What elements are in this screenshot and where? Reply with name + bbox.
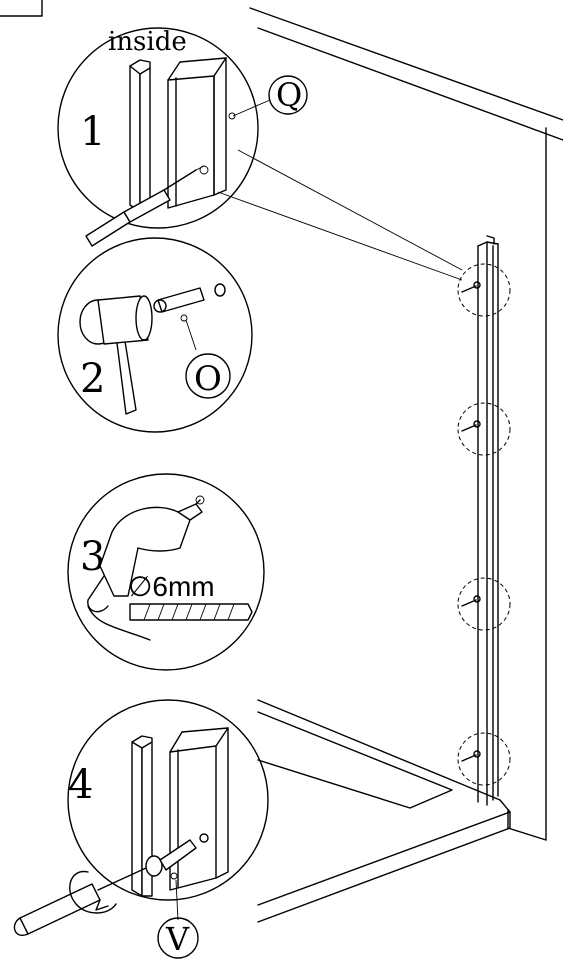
step-1-circle (57, 27, 259, 229)
corner-label-box (0, 0, 43, 17)
step-2-detail: 2 (57, 237, 253, 433)
callout-line-lower (217, 191, 463, 281)
part-q-label: Q (276, 76, 302, 114)
step-4-circle (67, 699, 269, 901)
step-2-number: 2 (80, 356, 105, 402)
part-o-badge: O (185, 353, 231, 399)
step-3-number: 3 (80, 534, 105, 580)
inside-label: inside (108, 27, 187, 57)
step-2-circle (57, 237, 253, 433)
screw-location-3 (457, 577, 511, 631)
wall-structure (249, 7, 563, 923)
step-1-detail: inside 1 (57, 27, 259, 247)
step-1-number: 1 (80, 109, 105, 155)
part-o-label: O (194, 359, 222, 399)
part-v-label: V (165, 920, 190, 958)
callout-line-upper (237, 149, 463, 271)
step-4-detail: 4 (13, 699, 269, 936)
screw-location-2 (457, 402, 511, 456)
screw-locations (457, 263, 511, 786)
step-4-number: 4 (68, 762, 93, 808)
part-v-badge: V (157, 879, 199, 959)
wall-profile (477, 235, 499, 806)
step-3-circle (67, 473, 265, 671)
part-q-badge: Q (228, 75, 308, 120)
step-3-detail: 3 ∅6mm (67, 473, 265, 671)
drill-size-label: ∅6mm (128, 571, 215, 602)
screw-location-1 (457, 263, 511, 317)
screw-location-4 (457, 732, 511, 786)
